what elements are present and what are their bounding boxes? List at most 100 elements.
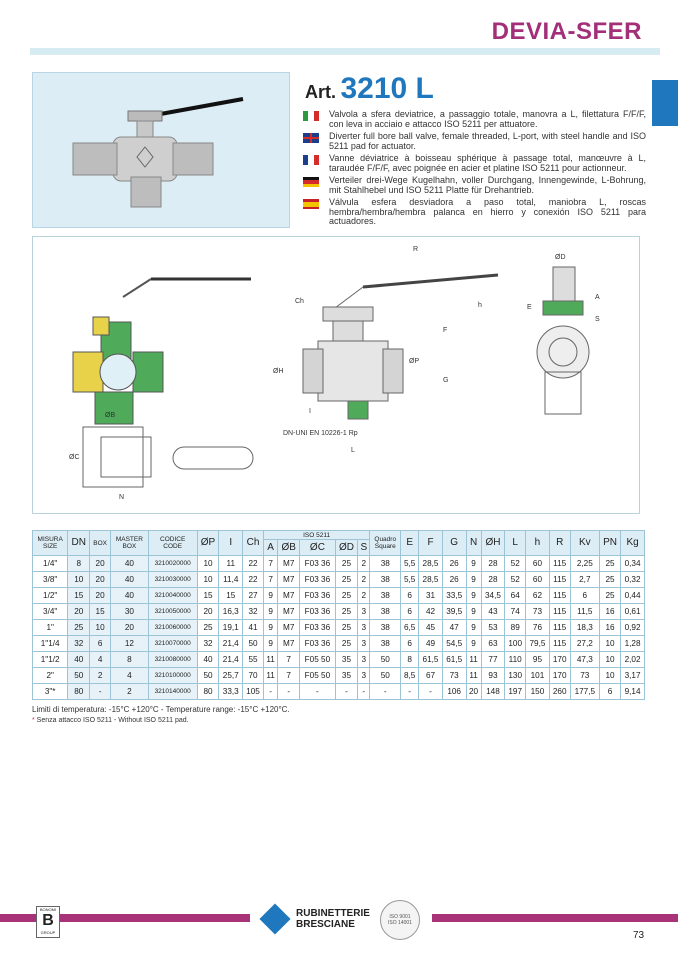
table-cell: 95 (525, 651, 550, 668)
table-cell: 18,3 (569, 619, 601, 636)
france-flag-icon (303, 155, 319, 165)
article-prefix: Art. (305, 82, 336, 102)
table-cell: 43 (480, 603, 506, 620)
side-view: ØD E A S (527, 254, 600, 415)
table-cell: 28,5 (418, 555, 443, 572)
table-cell: 50 (196, 667, 220, 684)
table-cell: 62 (525, 587, 550, 604)
table-cell: 15 (196, 587, 220, 604)
table-cell: 52 (504, 555, 527, 572)
description-text: Diverter full bore ball valve, female th… (329, 131, 646, 151)
table-cell: 1/2" (31, 587, 69, 604)
section-view (72, 277, 251, 425)
label-ch: Ch (295, 298, 304, 305)
label-op: ØP (409, 358, 419, 365)
table-cell: 40 (196, 651, 220, 668)
iso-certification-seal: ISO 9001 ISO 14001 (380, 900, 420, 940)
product-photo (32, 72, 290, 228)
table-cell: 7 (262, 571, 279, 588)
table-cell: 101 (525, 667, 550, 684)
table-cell: 3210080000 (147, 651, 198, 668)
table-cell: 7 (277, 667, 301, 684)
table-cell: 76 (525, 619, 550, 636)
table-cell: 20 (110, 619, 149, 636)
table-cell: 6 (569, 587, 601, 604)
table-cell: M7 (277, 635, 301, 652)
table-cell: 9 (262, 603, 279, 620)
uk-flag-icon (303, 133, 319, 143)
section-tab (652, 80, 678, 126)
table-cell: 25 (196, 619, 220, 636)
table-cell: 9 (262, 619, 279, 636)
table-cell: 3210100000 (147, 667, 198, 684)
table-cell: 3210030000 (147, 571, 198, 588)
table-cell: 11 (465, 667, 482, 684)
table-cell: 60 (525, 571, 550, 588)
col-ob: ØB (277, 539, 301, 556)
table-cell: 45 (418, 619, 443, 636)
table-cell: 32 (242, 603, 264, 620)
description-en: Diverter full bore ball valve, female th… (303, 131, 646, 151)
table-cell: 32 (67, 635, 91, 652)
table-cell: 28 (480, 571, 506, 588)
table-cell: M7 (277, 603, 301, 620)
table-cell: M7 (277, 619, 301, 636)
table-cell: 40 (110, 587, 149, 604)
table-cell: F03 36 (299, 619, 336, 636)
table-cell: 2 (89, 667, 112, 684)
table-cell: 34,5 (480, 587, 506, 604)
table-cell: 54,5 (441, 635, 467, 652)
table-cell: 15 (218, 587, 244, 604)
col-f: F (418, 530, 443, 556)
label-i: I (309, 408, 311, 415)
table-cell: 9 (465, 555, 482, 572)
table-cell: 27 (242, 587, 264, 604)
table-cell: 22 (242, 571, 264, 588)
table-cell: 28 (480, 555, 506, 572)
table-cell: 7 (277, 651, 301, 668)
table-cell: 115 (548, 603, 571, 620)
table-cell: 25 (598, 571, 622, 588)
label-a: A (595, 294, 600, 301)
table-cell: 40 (110, 571, 149, 588)
table-cell: 15 (89, 603, 112, 620)
table-cell: 6 (89, 635, 112, 652)
col-dn: DN (67, 530, 91, 556)
table-cell: - (277, 683, 301, 700)
table-cell: 0,92 (620, 619, 645, 636)
table-cell: 3 (357, 603, 371, 620)
table-cell: 3"* (31, 683, 69, 700)
table-cell: - (357, 683, 371, 700)
table-cell: 2,25 (569, 555, 601, 572)
table-cell: 16 (598, 603, 622, 620)
table-cell: 2 (357, 555, 371, 572)
table-cell: 10 (598, 651, 622, 668)
table-cell: M7 (277, 555, 301, 572)
table-cell: 6,5 (400, 619, 420, 636)
table-cell: 1"1/4 (31, 635, 69, 652)
table-cell: 52 (504, 571, 527, 588)
table-cell: 11,4 (218, 571, 244, 588)
table-cell: - (89, 683, 112, 700)
table-cell: 170 (548, 667, 571, 684)
table-cell: 9 (262, 635, 279, 652)
iso-note-text: Senza attacco ISO 5211 - Without ISO 521… (34, 717, 189, 724)
table-cell: 50 (242, 635, 264, 652)
spain-flag-icon (303, 199, 319, 209)
table-cell: 10 (598, 667, 622, 684)
table-cell: F05 50 (299, 651, 336, 668)
table-cell: - (262, 683, 279, 700)
table-cell: F05 50 (299, 667, 336, 684)
table-cell: F03 36 (299, 571, 336, 588)
descriptions: Valvola a sfera deviatrice, a passaggio … (303, 109, 646, 227)
table-cell: 32 (196, 635, 220, 652)
label-thread: DN-UNI EN 10226-1 Rp (283, 430, 358, 437)
label-e: E (527, 304, 532, 311)
table-cell: 1" (31, 619, 69, 636)
table-cell: 39,5 (441, 603, 467, 620)
table-cell: 20 (89, 571, 112, 588)
table-cell: 55 (242, 651, 264, 668)
